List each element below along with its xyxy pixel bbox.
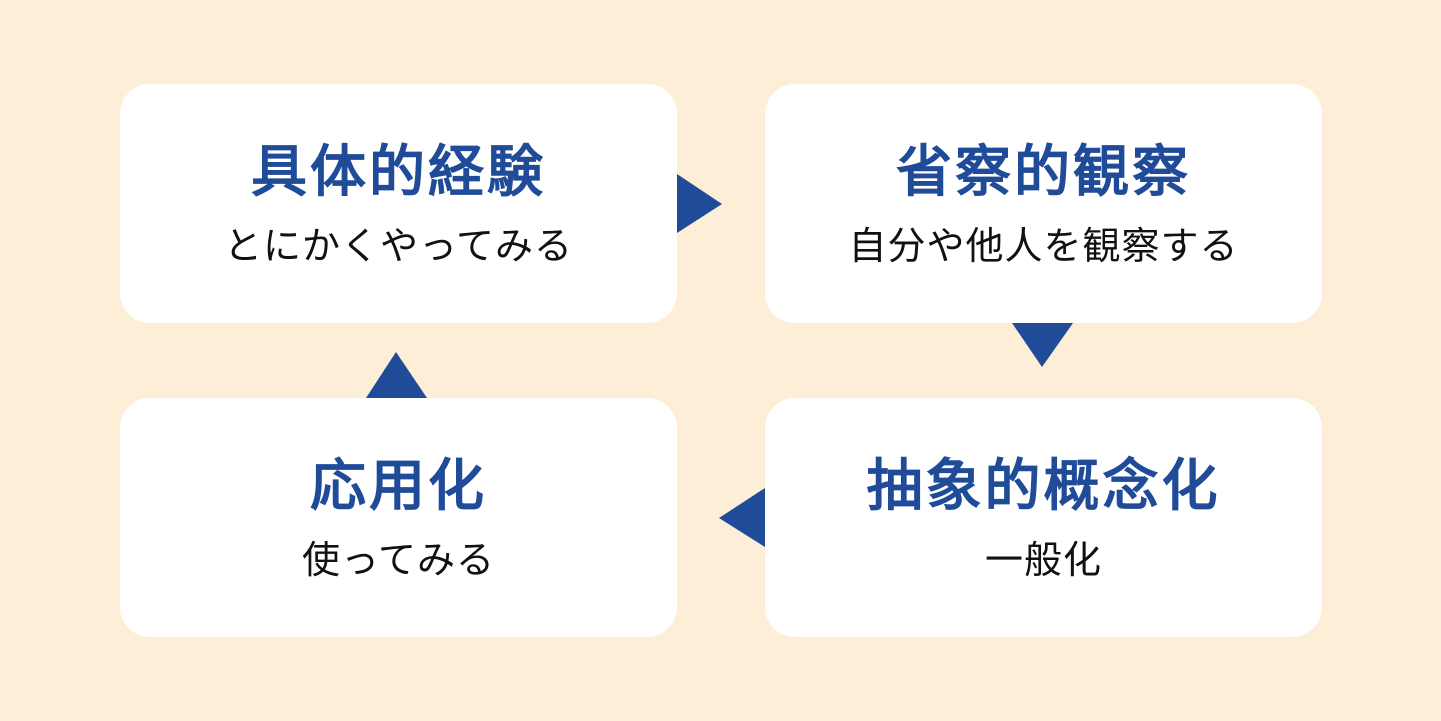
arrow-right-icon bbox=[677, 174, 722, 233]
stage-title: 抽象的概念化 bbox=[866, 454, 1221, 519]
stage-application: 応用化 使ってみる bbox=[120, 398, 677, 637]
arrow-down-icon bbox=[1012, 323, 1073, 367]
stage-subtitle: 一般化 bbox=[984, 538, 1102, 582]
stage-subtitle: 自分や他人を観察する bbox=[848, 224, 1239, 268]
stage-title: 省察的観察 bbox=[896, 140, 1191, 205]
stage-title: 具体的経験 bbox=[251, 140, 546, 205]
stage-title: 応用化 bbox=[310, 454, 487, 519]
arrow-left-icon bbox=[719, 488, 765, 547]
arrow-up-icon bbox=[366, 352, 427, 398]
stage-concrete-experience: 具体的経験 とにかくやってみる bbox=[120, 84, 677, 323]
stage-subtitle: 使ってみる bbox=[301, 538, 496, 582]
stage-reflective-observation: 省察的観察 自分や他人を観察する bbox=[765, 84, 1322, 323]
stage-subtitle: とにかくやってみる bbox=[223, 224, 574, 268]
stage-abstract-conceptualization: 抽象的概念化 一般化 bbox=[765, 398, 1322, 637]
